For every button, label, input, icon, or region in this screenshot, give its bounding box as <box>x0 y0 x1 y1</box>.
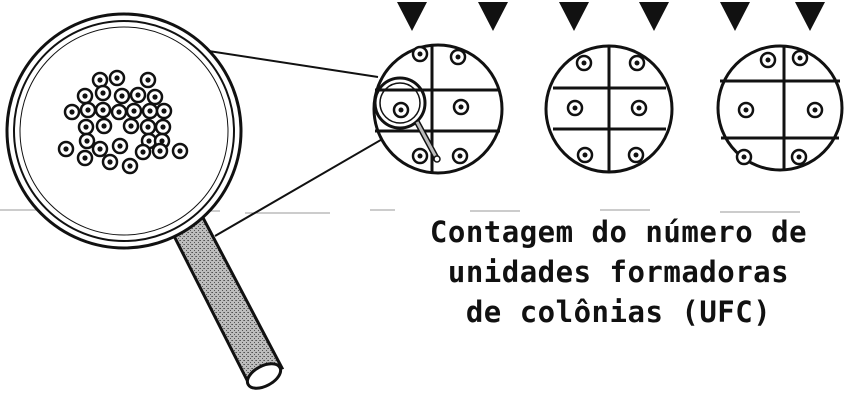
colony-icon <box>627 146 645 164</box>
petri-dish-icon <box>372 43 504 175</box>
colony-icon <box>91 140 109 158</box>
petri-dish-2 <box>544 44 674 174</box>
colony-icon <box>155 102 173 120</box>
colony-icon <box>790 148 808 166</box>
dish-1-colonies <box>392 45 470 165</box>
colony-icon <box>111 137 129 155</box>
colony-icon <box>76 87 94 105</box>
colony-icon <box>628 54 646 72</box>
colony-icon <box>576 146 594 164</box>
colony-icon <box>791 49 809 67</box>
arrow-down-icon <box>639 2 669 31</box>
petri-dish-icon <box>716 44 844 172</box>
colony-icon <box>630 99 648 117</box>
colony-icon <box>129 86 147 104</box>
arrow-down-icon <box>559 2 589 31</box>
magnified-colonies <box>57 69 189 175</box>
colony-icon <box>101 153 119 171</box>
colony-icon <box>141 102 159 120</box>
colony-icon <box>452 98 470 116</box>
arrow-down-icon <box>720 2 750 31</box>
caption-line-2: unidades formadoras <box>447 255 790 289</box>
colony-icon <box>139 71 157 89</box>
colony-icon <box>108 69 126 87</box>
colony-icon <box>79 101 97 119</box>
colony-icon <box>125 102 143 120</box>
arrow-down-icon <box>397 2 427 31</box>
colony-icon <box>139 118 157 136</box>
colony-icon <box>95 117 113 135</box>
colony-icon <box>122 117 140 135</box>
colony-icon <box>737 101 755 119</box>
colony-icon <box>451 147 469 165</box>
colony-icon <box>806 101 824 119</box>
colony-icon <box>94 101 112 119</box>
colony-icon <box>566 99 584 117</box>
colony-icon <box>411 45 429 63</box>
dish-3-colonies <box>735 49 824 166</box>
colony-icon <box>411 147 429 165</box>
colony-icon <box>146 88 164 106</box>
colony-icon <box>57 140 75 158</box>
colony-icon <box>151 142 169 160</box>
colony-icon <box>63 103 81 121</box>
colony-icon <box>392 101 410 119</box>
colony-icon <box>154 118 172 136</box>
caption-line-1: Contagem do número de <box>429 215 808 249</box>
caption-line-3: de colônias (UFC) <box>465 295 772 329</box>
colony-icon <box>575 54 593 72</box>
magnifier-icon <box>373 76 441 163</box>
colony-icon <box>759 51 777 69</box>
dish-2-colonies <box>566 54 648 164</box>
arrows <box>397 2 825 31</box>
colony-icon <box>77 118 95 136</box>
colony-icon <box>735 148 753 166</box>
arrow-down-icon <box>478 2 508 31</box>
colony-icon <box>76 149 94 167</box>
magnifier-icon <box>5 12 243 250</box>
large-magnifier <box>5 12 285 390</box>
colony-icon <box>171 142 189 160</box>
colony-icon <box>113 87 131 105</box>
colony-icon <box>78 132 96 150</box>
magnifier-handle <box>167 209 285 390</box>
petri-dish-1 <box>372 43 504 175</box>
colony-icon <box>110 103 128 121</box>
colony-icon <box>91 71 109 89</box>
caption: Contagem do número de unidades formadora… <box>385 212 852 332</box>
petri-dish-3 <box>716 44 844 172</box>
arrow-down-icon <box>795 2 825 31</box>
colony-icon <box>121 157 139 175</box>
colony-icon <box>94 84 112 102</box>
colony-icon <box>134 143 152 161</box>
colony-icon <box>449 48 467 66</box>
